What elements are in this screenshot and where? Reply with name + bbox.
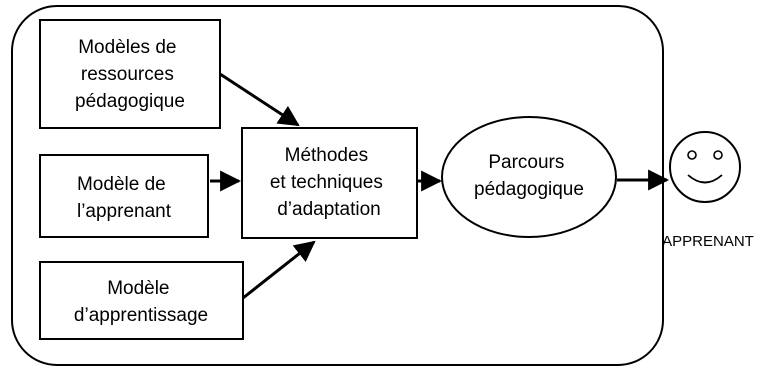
svg-text:Parcours pédagogique: Parcours pédagogique <box>474 152 584 200</box>
arrow-resources-to-methods <box>219 72 300 127</box>
svg-text:Modèle de l’apprenant: Modèle de l’apprenant <box>77 174 172 222</box>
learner-model-node: Modèle de l’apprenant <box>39 154 209 238</box>
learning-path-line-2: pédagogique <box>474 179 584 200</box>
adaptation-methods-line-3: d’adaptation <box>277 199 381 220</box>
svg-text:Modèle d’apprentissage: Modèle d’apprentissage <box>74 278 208 326</box>
learning-model-line-2: d’apprentissage <box>74 305 208 326</box>
learner-label: APPRENANT <box>662 233 754 250</box>
adaptation-methods-node: Méthodes et techniques d’adaptation <box>241 127 418 239</box>
smiley-face-icon <box>669 131 741 203</box>
learner-model-box <box>39 154 209 238</box>
svg-text:Méthodes et techniques: Méthodes et techniques d’adaptation <box>270 145 388 220</box>
learning-path-ellipse <box>441 116 617 238</box>
resource-models-line-2: ressources <box>81 64 174 85</box>
learning-model-box <box>39 261 244 340</box>
adaptation-methods-line-1: Méthodes <box>285 145 368 166</box>
adaptation-methods-box <box>241 127 418 239</box>
learning-model-node: Modèle d’apprentissage <box>39 261 244 340</box>
learning-path-line-1: Parcours <box>488 152 564 173</box>
resource-models-node: Modèles de ressources pédagogique <box>39 19 221 129</box>
resource-models-line-3: pédagogique <box>75 91 185 112</box>
arrow-learning-model-to-methods <box>242 240 316 300</box>
learning-path-node: Parcours pédagogique <box>441 116 617 238</box>
resource-models-box <box>39 19 221 129</box>
learner-model-line-1: Modèle de <box>77 174 166 195</box>
learner-model-line-2: l’apprenant <box>77 201 172 222</box>
learning-model-line-1: Modèle <box>107 278 169 299</box>
svg-text:Modèles de ressources: Modèles de ressources pédagogique <box>75 37 185 112</box>
resource-models-line-1: Modèles de <box>78 37 176 58</box>
adaptation-methods-line-2: et techniques <box>270 172 383 193</box>
